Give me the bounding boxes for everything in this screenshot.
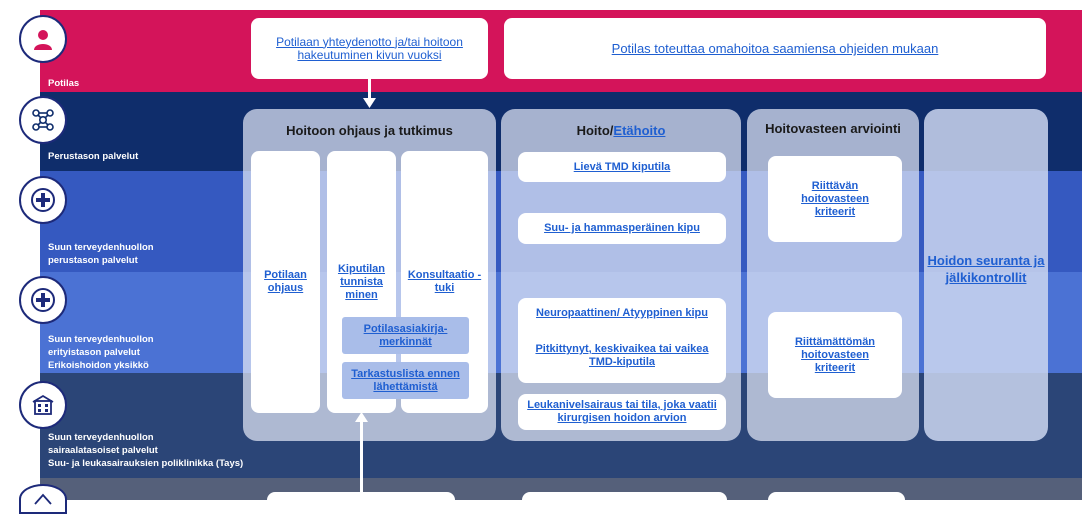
column-treatment-title-prefix: Hoito/ (576, 123, 614, 138)
next-row-box (522, 492, 727, 512)
evaluation-item-link[interactable]: Riittävän hoitovasteen kriteerit (801, 179, 869, 218)
row-label-dental-special: Suun terveydenhuollon erityistason palve… (48, 334, 154, 371)
treatment-item[interactable]: Suu- ja hammasperäinen kipu (518, 213, 726, 244)
patient-contact-link[interactable]: Potilaan yhteydenotto ja/tai hoitoon hak… (276, 34, 463, 62)
row-label-basic-services: Perustason palvelut (48, 151, 139, 162)
referral-subitem-link[interactable]: Tarkastuslista ennen lähettämistä (351, 367, 460, 393)
evaluation-item-link[interactable]: Riittämättömän hoitovasteen kriteerit (794, 335, 876, 374)
patient-selfcare-box[interactable]: Potilas toteuttaa omahoitoa saamiensa oh… (504, 18, 1046, 79)
arrow-down (368, 79, 371, 101)
patient-selfcare-link[interactable]: Potilas toteuttaa omahoitoa saamiensa oh… (611, 41, 939, 56)
treatment-group-box (518, 298, 726, 383)
plus-icon (19, 276, 67, 324)
evaluation-item[interactable]: Riittämättömän hoitovasteen kriteerit (768, 312, 902, 398)
clinic-icon (19, 484, 67, 514)
referral-subitem[interactable]: Tarkastuslista ennen lähettämistä (342, 362, 469, 399)
followup-link[interactable]: Hoidon seuranta ja jälkikontrollit (927, 253, 1045, 285)
treatment-item-link[interactable]: Neuropaattinen/ Atyyppinen kipu (536, 307, 708, 319)
plus-icon (19, 176, 67, 224)
network-icon (19, 96, 67, 144)
row-label-patient: Potilas (48, 78, 80, 89)
treatment-item-link[interactable]: Leukanivelsairaus tai tila, joka vaatii … (527, 399, 717, 424)
evaluation-item[interactable]: Riittävän hoitovasteen kriteerit (768, 156, 902, 242)
treatment-item-link[interactable]: Suu- ja hammasperäinen kipu (544, 222, 700, 234)
referral-item-link[interactable]: Potilaan ohjaus (264, 269, 307, 294)
arrow-up (360, 422, 363, 500)
patient-contact-box[interactable]: Potilaan yhteydenotto ja/tai hoitoon hak… (251, 18, 488, 79)
etahoito-link[interactable]: Etähoito (613, 123, 666, 138)
treatment-item[interactable]: Lievä TMD kiputila (518, 152, 726, 182)
referral-item-link[interactable]: Konsultaatio - tuki (407, 269, 482, 294)
hospital-icon (19, 381, 67, 429)
column-followup (924, 109, 1048, 441)
row-label-hospital: Suun terveydenhuollon sairaalatasoiset p… (48, 432, 244, 469)
arrow-up-head (355, 412, 368, 422)
arrow-down-head (363, 98, 376, 108)
referral-subitem[interactable]: Potilasasiakirja-merkinnät (342, 317, 469, 354)
row-label-dental-basic: Suun terveydenhuollon perustason palvelu… (48, 242, 154, 266)
next-row-box (267, 492, 455, 512)
referral-item-link[interactable]: Kiputilan tunnista minen (337, 263, 386, 301)
person-icon (19, 15, 67, 63)
column-referral-title: Hoitoon ohjaus ja tutkimus (286, 123, 453, 138)
treatment-item[interactable]: Leukanivelsairaus tai tila, joka vaatii … (518, 394, 726, 430)
treatment-item-link[interactable]: Pitkittynyt, keskivaikea tai vaikea TMD-… (535, 343, 709, 368)
treatment-item-link[interactable]: Lievä TMD kiputila (573, 160, 671, 173)
column-treatment-title: Hoito/Etähoito (501, 123, 741, 138)
column-evaluation-title: Hoitovasteen arviointi (765, 121, 901, 136)
next-row-box (768, 492, 905, 512)
referral-subitem-link[interactable]: Potilasasiakirja-merkinnät (363, 322, 448, 348)
referral-item[interactable]: Potilaan ohjaus (251, 151, 320, 413)
